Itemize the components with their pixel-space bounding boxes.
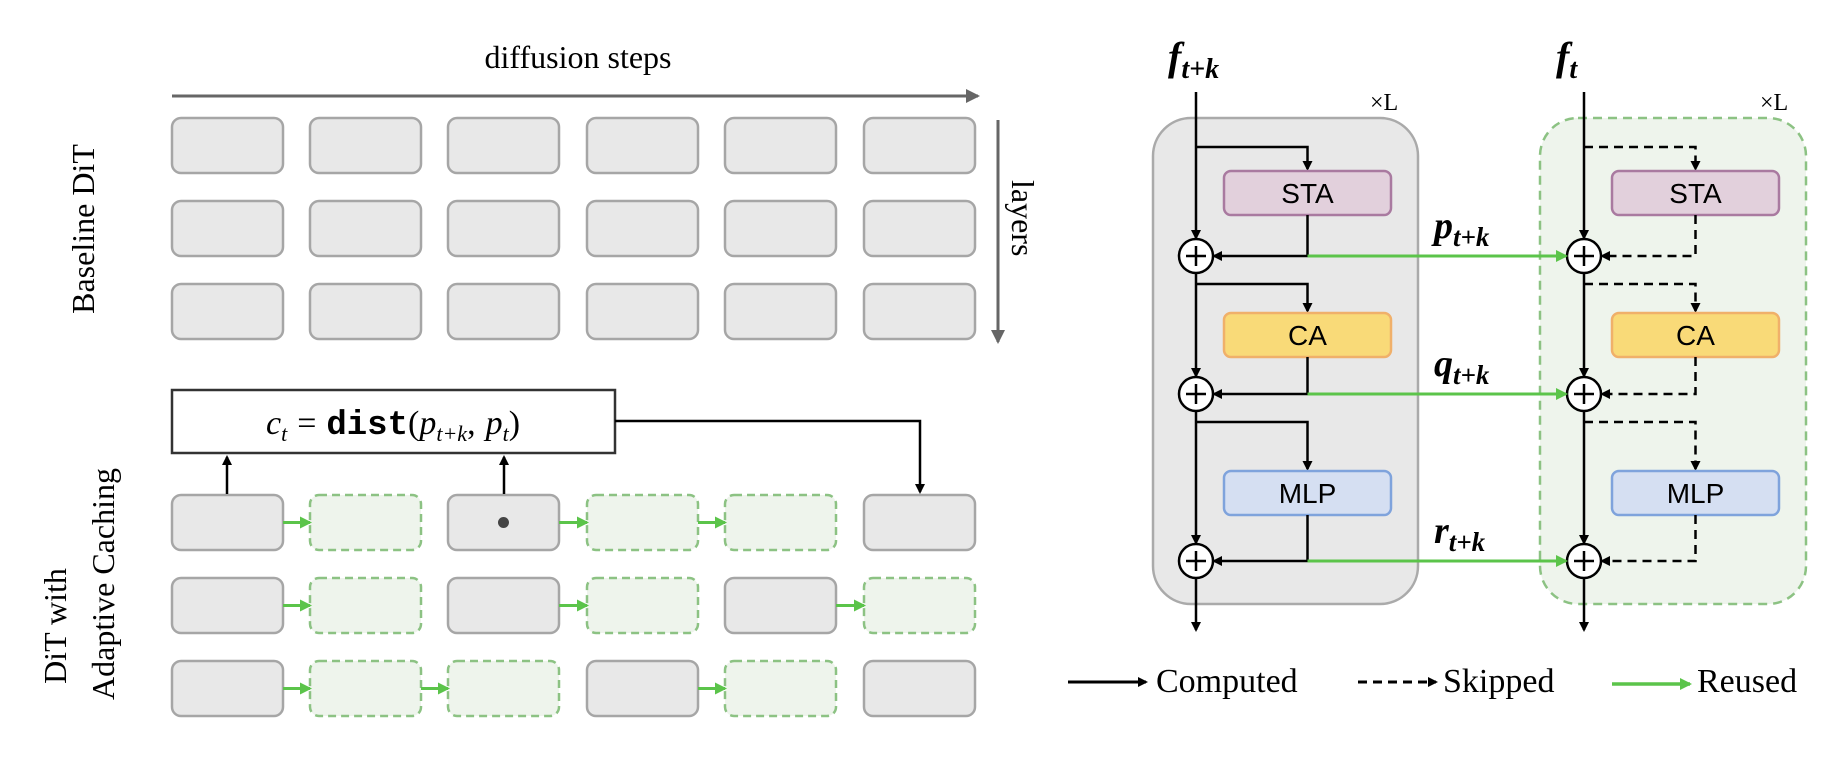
marker-dot (498, 517, 509, 528)
reuse-label-r: rt+k (1434, 510, 1486, 557)
computed-layer-cell (723, 576, 838, 635)
reused-layer-cell (862, 576, 977, 635)
reused-layer-cell (723, 659, 838, 718)
computed-branch (1196, 145, 1313, 171)
computed-layer-cell (585, 282, 700, 341)
ca-block-label: CA (1288, 320, 1327, 351)
reuse-label-q: qt+k (1434, 343, 1490, 390)
computed-layer-cell (862, 659, 977, 718)
computed-layer-cell (446, 282, 561, 341)
right-panel: ×L ×L ft+k ft STA CA MLP STA CA MLP pt+k qt+k rt… (1151, 34, 1808, 632)
repeat-label-right: ×L (1760, 90, 1788, 116)
computed-layer-cell (446, 199, 561, 258)
adaptive-label-line1: DiT with (37, 568, 73, 684)
plus-icon (1574, 384, 1594, 404)
computed-layer-cell (862, 199, 977, 258)
sta-block-label: STA (1281, 178, 1334, 209)
plus-icon (1574, 551, 1594, 571)
computed-layer-cell (862, 116, 977, 175)
diffusion-steps-label: diffusion steps (485, 39, 672, 75)
computed-branch (1196, 420, 1313, 471)
legend-skipped-label: Skipped (1443, 663, 1554, 700)
residual-structure: STA CA MLP STA CA MLP pt+k qt+k rt+k (1177, 92, 1781, 632)
reused-layer-cell (585, 493, 700, 552)
computed-layer-cell (170, 659, 285, 718)
plus-icon (1186, 246, 1206, 266)
computed-layer-cell (170, 116, 285, 175)
computed-layer-cell (446, 116, 561, 175)
adaptive-grid (170, 493, 977, 718)
skipped-branch (1584, 420, 1701, 471)
plus-icon (1574, 246, 1594, 266)
baseline-grid (170, 116, 977, 341)
reused-layer-cell (446, 659, 561, 718)
computed-layer-cell (723, 116, 838, 175)
computed-layer-cell (862, 493, 977, 552)
ca-block-label: CA (1676, 320, 1715, 351)
computed-layer-cell (585, 199, 700, 258)
computed-layer-cell (170, 493, 285, 552)
computed-layer-cell (308, 199, 423, 258)
formula-output-arrow (615, 419, 925, 494)
computed-layer-cell (862, 282, 977, 341)
plus-icon (1186, 384, 1206, 404)
computed-layer-cell (308, 116, 423, 175)
formula-text: ct=dist(pt+k,pt) (266, 405, 520, 446)
skipped-branch (1584, 145, 1701, 171)
plus-icon (1186, 551, 1206, 571)
reused-layer-cell (723, 493, 838, 552)
baseline-dit-label: Baseline DiT (65, 144, 101, 314)
reused-layer-cell (308, 659, 423, 718)
sta-block-label: STA (1669, 178, 1722, 209)
legend: Computed Skipped Reused (1068, 663, 1797, 700)
reused-layer-cell (308, 576, 423, 635)
reused-layer-cell (585, 576, 700, 635)
mlp-block-label: MLP (1667, 478, 1725, 509)
computed-layer-cell (170, 576, 285, 635)
skipped-branch (1584, 282, 1701, 313)
computed-layer-cell (723, 199, 838, 258)
computed-layer-cell (585, 659, 700, 718)
formula-box: ct=dist(pt+k,pt) (170, 388, 617, 455)
computed-layer-cell (446, 576, 561, 635)
reuse-label-p: pt+k (1431, 205, 1490, 252)
computed-layer-cell (308, 282, 423, 341)
skipped-return (1600, 357, 1697, 399)
computed-layer-cell (585, 116, 700, 175)
computed-layer-cell (170, 282, 285, 341)
input-f-t-plus-k: ft+k (1168, 34, 1219, 85)
layers-label: layers (1005, 180, 1041, 256)
adaptive-label-line2: Adaptive Caching (85, 468, 121, 700)
computed-layer-cell (723, 282, 838, 341)
computed-layer-cell (170, 199, 285, 258)
legend-computed-label: Computed (1156, 663, 1298, 700)
repeat-label-left: ×L (1370, 90, 1398, 116)
input-f-t: ft (1556, 34, 1578, 85)
mlp-block-label: MLP (1279, 478, 1337, 509)
legend-reused-label: Reused (1697, 663, 1797, 700)
skipped-return (1600, 515, 1697, 566)
computed-branch (1196, 282, 1313, 313)
left-panel: diffusion steps layers Baseline DiT DiT … (37, 39, 1041, 718)
reused-layer-cell (308, 493, 423, 552)
